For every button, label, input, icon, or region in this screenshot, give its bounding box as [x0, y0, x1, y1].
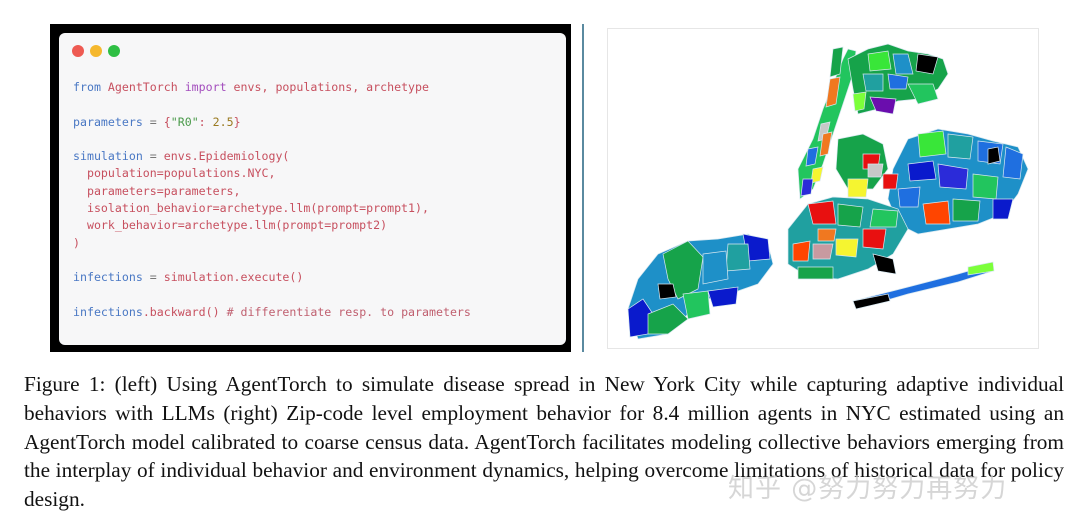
minimize-dot-icon	[90, 45, 102, 57]
code-block: from AgentTorch import envs, populations…	[73, 79, 471, 321]
code-line-5: simulation = envs.Epidemiology(	[73, 149, 290, 164]
watermark: 知乎 @努力努力再努力	[728, 474, 1008, 504]
code-line-10: )	[73, 235, 80, 250]
figure-caption: Figure 1: (left) Using AgentTorch to sim…	[24, 372, 1064, 512]
code-line-8: isolation_behavior=archetype.llm(prompt=…	[73, 201, 429, 216]
code-line-12: infections = simulation.execute()	[73, 270, 304, 285]
code-line-14: infections.backward() # differentiate re…	[73, 304, 471, 319]
map-svg	[627, 43, 1029, 340]
code-figure-frame: from AgentTorch import envs, populations…	[50, 24, 571, 352]
code-window: from AgentTorch import envs, populations…	[59, 33, 566, 345]
window-controls	[72, 45, 120, 57]
code-line-3: parameters = {"R0": 2.5}	[73, 114, 241, 129]
figure-divider	[582, 24, 584, 352]
code-line-1: from AgentTorch import envs, populations…	[73, 80, 429, 94]
code-line-6: population=populations.NYC,	[73, 166, 276, 181]
nyc-choropleth-map	[607, 28, 1039, 349]
close-dot-icon	[72, 45, 84, 57]
code-line-9: work_behavior=archetype.llm(prompt=promp…	[73, 218, 388, 233]
code-line-7: parameters=parameters,	[73, 183, 241, 198]
maximize-dot-icon	[108, 45, 120, 57]
